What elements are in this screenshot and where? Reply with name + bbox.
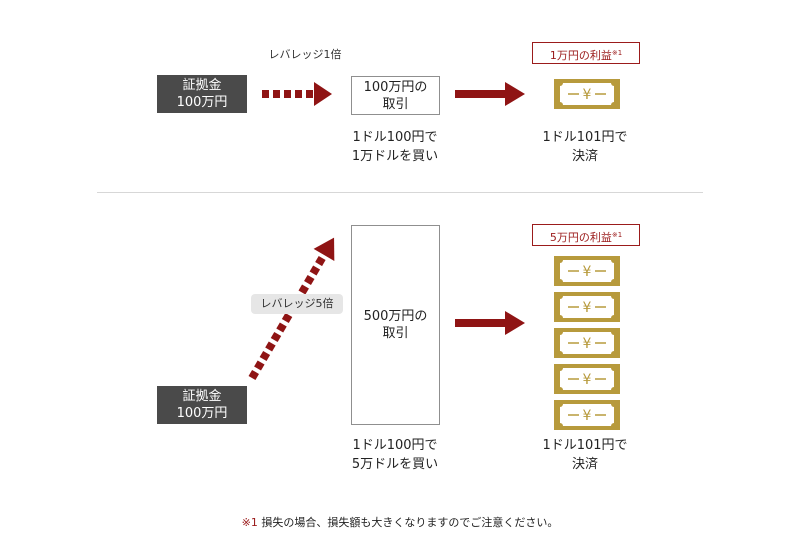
footnote-text: 損失の場合、損失額も大きくなりますのでご注意ください。 <box>261 516 559 529</box>
trade-label: 取引 <box>382 96 409 112</box>
margin-box-top: 証拠金 100万円 <box>157 75 247 113</box>
yen-bill-icon: ¥ <box>554 364 620 394</box>
dotted-arrow-top <box>262 82 332 106</box>
bill: ¥ <box>554 400 620 436</box>
arrow-dash <box>315 255 326 267</box>
trade-label: 取引 <box>382 326 409 341</box>
profit-badge-bottom: 5万円の利益※1 <box>532 224 640 246</box>
profit-badge-top: 1万円の利益※1 <box>532 42 640 64</box>
bill: ¥ <box>554 328 620 364</box>
arrow-head <box>313 237 335 261</box>
solid-arrow-bottom <box>455 311 525 335</box>
yen-bill-icon: ¥ <box>554 256 620 286</box>
arrow-dash <box>309 265 321 276</box>
arrow-dash <box>304 274 315 286</box>
trade-box-bottom: 500万円の 取引 <box>351 225 440 425</box>
margin-box-bottom: 証拠金 100万円 <box>157 386 247 424</box>
bills-top: ¥ <box>554 79 620 115</box>
margin-amount: 100万円 <box>176 406 228 421</box>
arrow-dash <box>248 369 259 381</box>
arrow-dash <box>276 322 287 333</box>
svg-text:¥: ¥ <box>583 372 592 388</box>
margin-amount: 100万円 <box>176 95 228 110</box>
bill: ¥ <box>554 292 620 328</box>
svg-text:¥: ¥ <box>583 408 592 424</box>
bill: ¥ <box>554 256 620 292</box>
svg-text:¥: ¥ <box>583 87 592 103</box>
buy-caption-top: 1ドル100円で 1万ドルを買い <box>351 130 439 164</box>
arrow-dash <box>298 284 309 295</box>
margin-label: 証拠金 <box>182 78 222 93</box>
trade-amount: 500万円の <box>363 309 428 324</box>
trade-amount: 100万円の <box>363 79 428 95</box>
margin-label: 証拠金 <box>182 389 222 404</box>
settle-caption-top: 1ドル101円で 決済 <box>542 130 628 164</box>
footnote: ※1 損失の場合、損失額も大きくなりますのでご注意ください。 <box>0 514 800 530</box>
buy-caption-bottom: 1ドル100円で 5万ドルを買い <box>351 438 439 472</box>
svg-text:¥: ¥ <box>583 264 592 280</box>
bill: ¥ <box>554 79 620 115</box>
yen-bill-icon: ¥ <box>554 328 620 358</box>
leverage-label-5x: レバレッジ5倍 <box>251 294 343 314</box>
arrow-dash <box>265 341 276 352</box>
yen-bill-icon: ¥ <box>554 400 620 430</box>
trade-box-top: 100万円の 取引 <box>351 76 440 115</box>
svg-text:¥: ¥ <box>583 336 592 352</box>
section-divider <box>97 192 703 193</box>
bill: ¥ <box>554 364 620 400</box>
arrow-dash <box>270 331 282 343</box>
yen-bill-icon: ¥ <box>554 79 620 109</box>
bills-bottom: ¥ ¥ ¥ ¥ ¥ <box>554 256 620 436</box>
settle-caption-bottom: 1ドル101円で 決済 <box>542 438 628 472</box>
solid-arrow-top <box>455 82 525 106</box>
arrow-dash <box>259 350 271 362</box>
yen-bill-icon: ¥ <box>554 292 620 322</box>
dotted-arrow-diagonal <box>248 237 335 381</box>
leverage-label-1x: レバレッジ1倍 <box>268 48 342 61</box>
footnote-mark: ※1 <box>241 516 258 529</box>
arrow-dash <box>281 312 293 324</box>
arrow-dash <box>254 360 265 371</box>
svg-text:¥: ¥ <box>583 300 592 316</box>
